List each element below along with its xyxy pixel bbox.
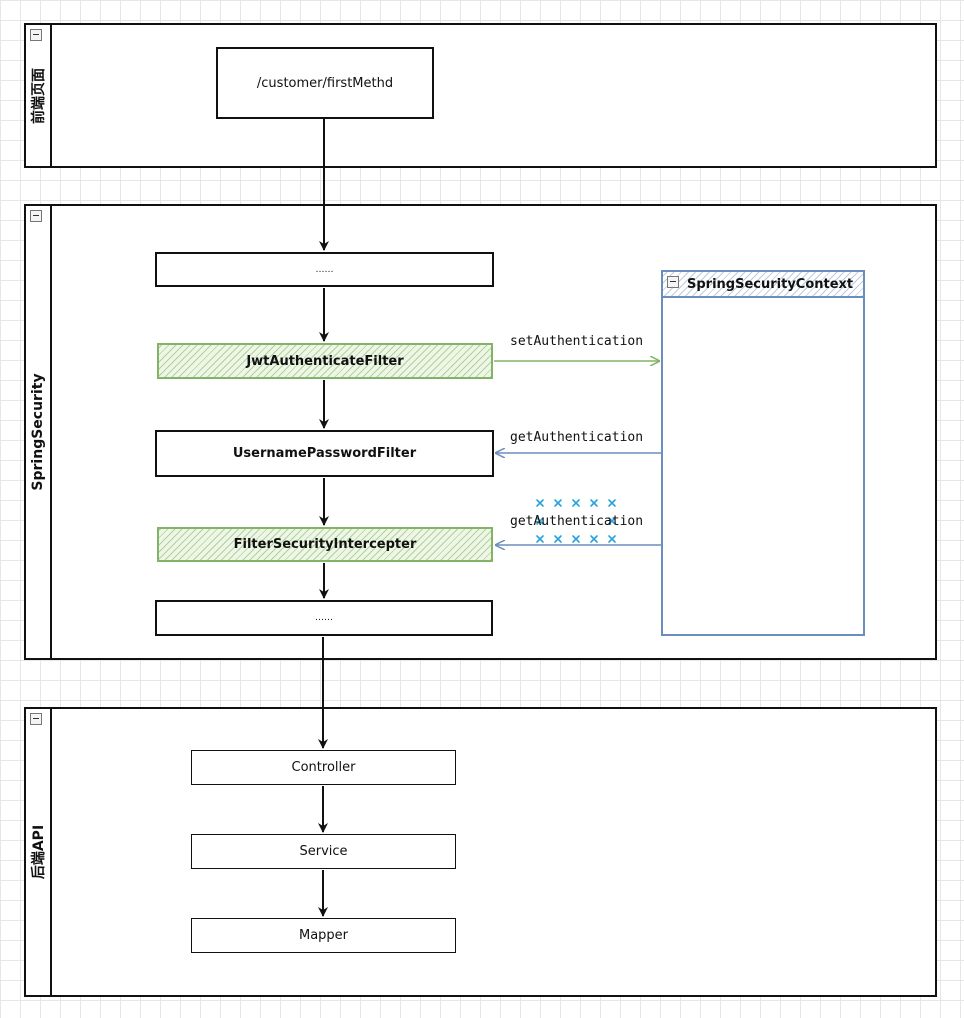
- node-username-password-filter[interactable]: UsernamePasswordFilter: [155, 430, 494, 477]
- label-set-authentication: setAuthentication: [510, 334, 644, 349]
- label-get-authentication-1: getAuthentication: [510, 430, 644, 445]
- node-jwt-authenticate-filter[interactable]: JwtAuthenticateFilter: [157, 343, 493, 379]
- spring-security-context-collapse-icon[interactable]: [667, 276, 679, 288]
- spring-security-context-header: SpringSecurityContext: [663, 272, 863, 298]
- lane-backend-api: 后端API: [24, 707, 937, 997]
- lane-frontend: 前端页面: [24, 23, 937, 168]
- label-get-authentication-2: getAuthentication: [510, 514, 644, 529]
- node-request[interactable]: /customer/firstMethd: [216, 47, 434, 119]
- node-filter-top[interactable]: ……: [155, 252, 494, 287]
- lane-backend-api-header: 后端API: [26, 709, 52, 995]
- spring-security-context-title: SpringSecurityContext: [687, 277, 854, 292]
- lane-frontend-collapse-icon[interactable]: [30, 29, 42, 41]
- node-filter-security-intercepter[interactable]: FilterSecurityIntercepter: [157, 527, 493, 562]
- node-service[interactable]: Service: [191, 834, 456, 869]
- node-controller[interactable]: Controller: [191, 750, 456, 785]
- lane-frontend-header: 前端页面: [26, 25, 52, 166]
- lane-spring-security-collapse-icon[interactable]: [30, 210, 42, 222]
- node-mapper[interactable]: Mapper: [191, 918, 456, 953]
- node-filter-bottom[interactable]: ……: [155, 600, 493, 636]
- lane-spring-security-header: SpringSecurity: [26, 206, 52, 658]
- lane-spring-security-title: SpringSecurity: [30, 373, 46, 491]
- lane-backend-api-collapse-icon[interactable]: [30, 713, 42, 725]
- spring-security-context[interactable]: SpringSecurityContext: [661, 270, 865, 636]
- lane-backend-api-title: 后端API: [31, 824, 47, 880]
- lane-frontend-title: 前端页面: [31, 67, 47, 124]
